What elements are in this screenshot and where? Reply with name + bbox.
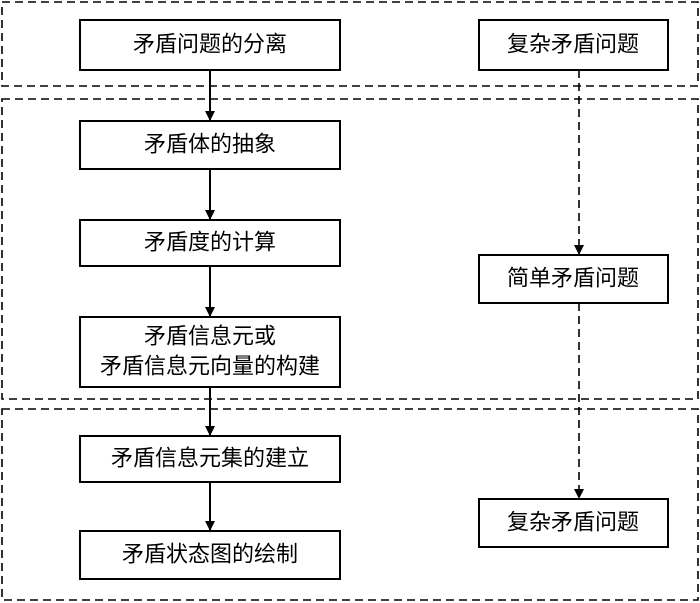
stage-region-middle <box>1 98 699 400</box>
node-problem-separation-label: 矛盾问题的分离 <box>133 33 287 58</box>
node-simple-problem-label: 简单矛盾问题 <box>507 267 639 292</box>
node-state-diagram-drawing: 矛盾状态图的绘制 <box>79 530 341 580</box>
node-info-set-establishment: 矛盾信息元集的建立 <box>79 435 341 483</box>
node-contradiction-abstraction: 矛盾体的抽象 <box>79 120 341 170</box>
node-problem-separation: 矛盾问题的分离 <box>79 19 341 71</box>
node-complex-problem-top-label: 复杂矛盾问题 <box>507 33 639 58</box>
node-info-element-construction: 矛盾信息元或 矛盾信息元向量的构建 <box>79 316 341 388</box>
node-complex-problem-bottom: 复杂矛盾问题 <box>478 498 669 548</box>
node-contradiction-degree: 矛盾度的计算 <box>79 219 341 267</box>
node-info-set-establishment-label: 矛盾信息元集的建立 <box>111 447 309 472</box>
node-complex-problem-top: 复杂矛盾问题 <box>478 19 669 71</box>
node-contradiction-degree-label: 矛盾度的计算 <box>144 231 276 256</box>
node-complex-problem-bottom-label: 复杂矛盾问题 <box>507 511 639 536</box>
node-info-element-construction-label-2: 矛盾信息元向量的构建 <box>100 355 320 380</box>
stage-region-bottom <box>1 408 699 601</box>
node-info-element-construction-label-1: 矛盾信息元或 <box>144 325 276 350</box>
node-contradiction-abstraction-label: 矛盾体的抽象 <box>144 133 276 158</box>
node-state-diagram-drawing-label: 矛盾状态图的绘制 <box>122 543 298 568</box>
node-simple-problem: 简单矛盾问题 <box>478 254 669 304</box>
